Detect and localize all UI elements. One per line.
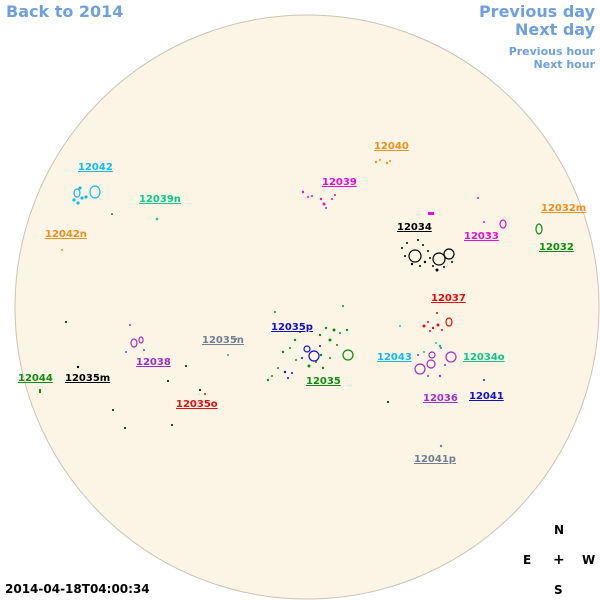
region-label-12036[interactable]: 12036: [423, 393, 458, 404]
observation-timestamp: 2014-04-18T04:00:34: [5, 582, 150, 596]
sunspot-group-12037: [422, 312, 453, 332]
sunspot-group-12035o: [204, 393, 206, 395]
back-to-year-link[interactable]: Back to 2014: [6, 2, 124, 21]
sunspot-group-12034o: [423, 342, 442, 353]
sunspot-group-12044: [39, 389, 41, 393]
region-label-12034[interactable]: 12034: [397, 222, 432, 233]
region-label-12040[interactable]: 12040: [374, 141, 409, 152]
region-label-12032m[interactable]: 12032m: [541, 203, 587, 214]
region-label-12032[interactable]: 12032: [539, 242, 574, 253]
region-label-12034o[interactable]: 12034o: [463, 352, 505, 363]
sunspot-group-12035: [266, 305, 354, 382]
region-label-12039[interactable]: 12039: [322, 177, 357, 188]
region-label-12037[interactable]: 12037: [431, 293, 466, 304]
sunspot-group-12040: [374, 159, 391, 165]
region-label-12035n[interactable]: 12035n: [202, 335, 244, 346]
sunspot-group-12032: [535, 223, 543, 235]
region-label-12041p[interactable]: 12041p: [414, 454, 456, 465]
region-label-12044[interactable]: 12044: [18, 373, 53, 384]
compass-east: E: [523, 553, 532, 567]
region-label-12038[interactable]: 12038: [136, 357, 171, 368]
region-label-12043[interactable]: 12043: [377, 352, 412, 363]
region-label-12033[interactable]: 12033: [464, 231, 499, 242]
previous-hour-link[interactable]: Previous hour: [508, 45, 595, 58]
previous-day-link[interactable]: Previous day: [478, 2, 595, 21]
sunspot-group-12039n: [155, 217, 159, 221]
region-label-12035m[interactable]: 12035m: [65, 373, 111, 384]
sunspot-group-12036: [414, 347, 457, 378]
compass-north: N: [554, 523, 565, 537]
sunspot-group-12038: [125, 324, 145, 353]
region-label-12035p[interactable]: 12035p: [271, 322, 313, 333]
sunspot-group-12035m: [76, 365, 80, 369]
region-label-12035o[interactable]: 12035o: [176, 399, 218, 410]
sunspot-group-12033: [483, 219, 507, 234]
sunspot-group-12042n: [61, 249, 63, 251]
sunspot-group-12041: [483, 379, 485, 381]
region-label-12042[interactable]: 12042: [78, 162, 113, 173]
sunspot-group-12039: [301, 190, 336, 209]
region-label-12039n[interactable]: 12039n: [139, 194, 181, 205]
sunspot-group-12034: [401, 239, 455, 272]
compass-south: S: [554, 583, 563, 597]
next-day-link[interactable]: Next day: [515, 20, 595, 39]
region-label-12042n[interactable]: 12042n: [45, 229, 87, 240]
region-label-12041[interactable]: 12041: [469, 391, 504, 402]
compass-west: W: [582, 553, 596, 567]
compass-center: +: [553, 552, 565, 568]
region-label-12035[interactable]: 12035: [306, 376, 341, 387]
solar-disk: [14, 14, 600, 600]
sunspot-group-12042: [72, 185, 101, 205]
next-hour-link[interactable]: Next hour: [533, 58, 596, 71]
